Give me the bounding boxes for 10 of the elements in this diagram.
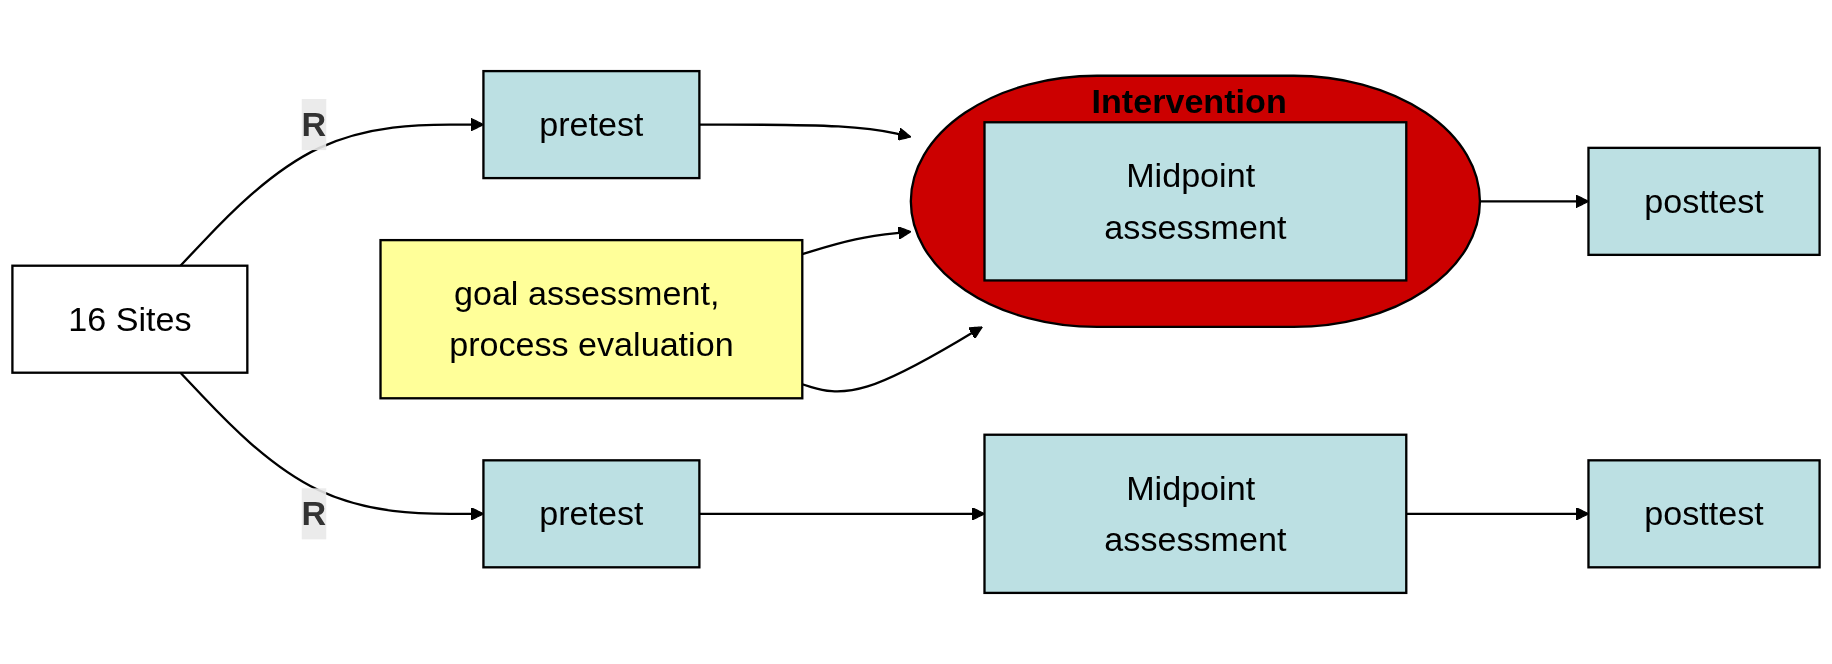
- node-box: goal assessment, process evaluation: [379, 238, 804, 400]
- node-box: pretest: [482, 459, 701, 569]
- edge-label: R: [301, 105, 327, 144]
- node-box: Midpoint assessment: [983, 121, 1408, 282]
- node-box: posttest: [1587, 459, 1821, 569]
- node-box: 16 Sites: [11, 264, 249, 374]
- node-box: posttest: [1587, 146, 1821, 256]
- node-box: Midpoint assessment: [983, 433, 1408, 595]
- node-box: pretest: [482, 69, 701, 180]
- edge-label: R: [301, 494, 327, 534]
